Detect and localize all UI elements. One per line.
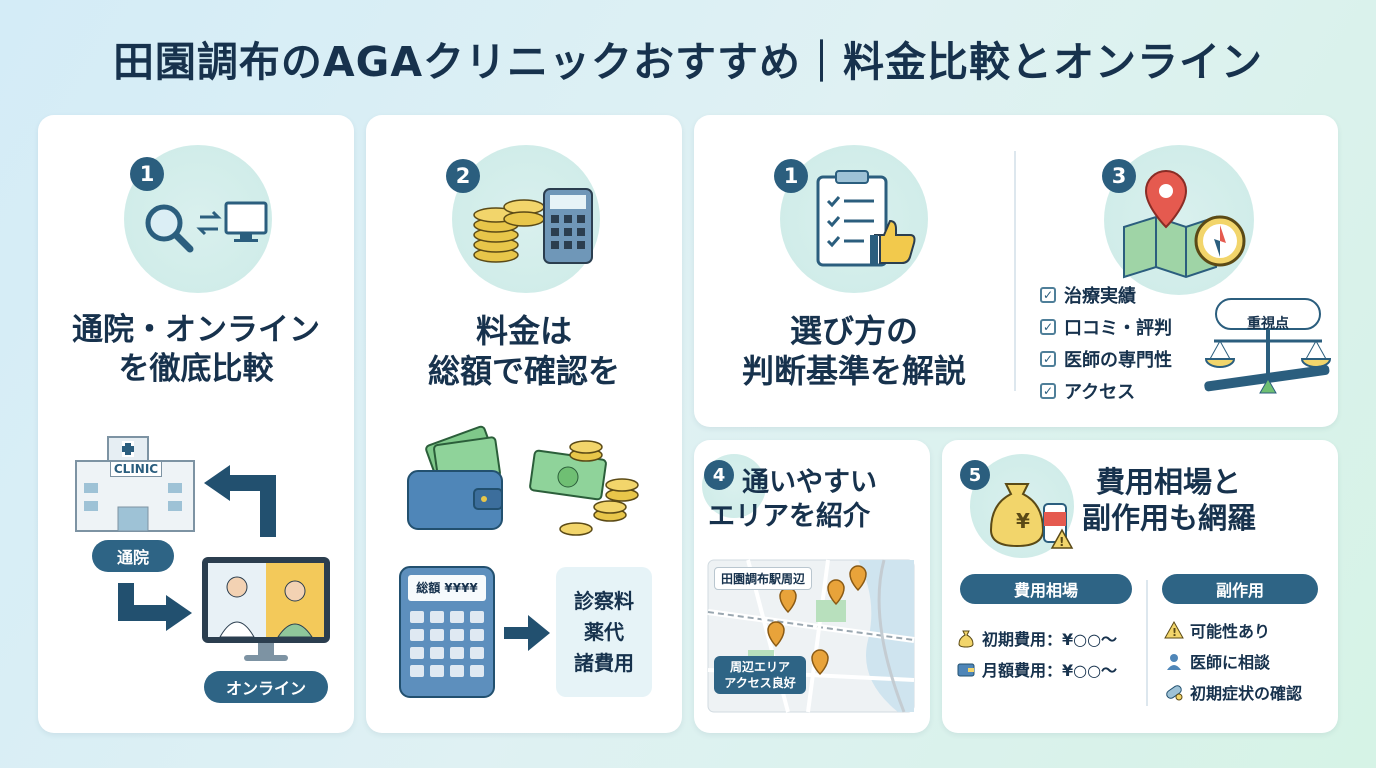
online-pill: オンライン: [204, 671, 328, 703]
cost-pill: 費用相場: [960, 574, 1132, 604]
heading-line: 総額で確認を: [427, 352, 620, 390]
side-row: 初期症状の確認: [1164, 676, 1302, 707]
doctor-icon: [1164, 651, 1184, 671]
card-compare: 1 通院・オンライン を徹底比較 CLINIC 通院: [38, 115, 354, 733]
criteria-item: ✓ 医師の専門性: [1040, 343, 1172, 375]
divider: [1146, 580, 1148, 706]
side-row-label: 可能性あり: [1190, 621, 1271, 641]
checkbox-icon: ✓: [1040, 287, 1056, 303]
svg-text:¥: ¥: [1016, 509, 1030, 533]
scale-label: 重視点: [1247, 316, 1289, 332]
card-pricing: 2 料金は 総額で確認を: [366, 115, 682, 733]
step-badge: 2: [446, 159, 480, 193]
heading-line: 料金は: [475, 312, 572, 350]
capsule-icon: [1164, 682, 1184, 702]
warning-icon: !: [1164, 620, 1184, 640]
heading-line: エリアを紹介: [708, 500, 870, 532]
criteria-list: ✓ 治療実績 ✓ 口コミ・評判 ✓ 医師の専門性 ✓ アクセス: [1040, 279, 1172, 407]
visit-pill: 通院: [92, 540, 174, 572]
criteria-item: ✓ 口コミ・評判: [1040, 311, 1172, 343]
map-label-line: アクセス良好: [724, 676, 796, 691]
clinic-building-icon: [75, 436, 195, 532]
cost-row-label: 初期費用：¥○○～: [982, 629, 1118, 649]
side-row: ! 可能性あり: [1164, 614, 1302, 645]
coin-bag-icon: [956, 628, 976, 648]
card-heading: 選び方の 判断基準を解説: [694, 311, 1014, 391]
wallet-icon: [407, 425, 503, 530]
step-badge: 3: [1102, 159, 1136, 193]
step-badge: 1: [130, 157, 164, 191]
criteria-item: ✓ 治療実績: [1040, 279, 1172, 311]
fee-item: 診察料: [574, 588, 634, 613]
divider: [1014, 151, 1016, 391]
heading-line: 費用相場と: [1096, 465, 1242, 499]
money-bag-medicine-icon: ¥ !: [989, 483, 1074, 549]
side-row-label: 初期症状の確認: [1190, 683, 1303, 703]
heading-line: を徹底比較: [118, 350, 274, 387]
criteria-label: アクセス: [1064, 382, 1136, 403]
arrow-to-clinic-icon: [204, 465, 276, 537]
heading-line: 通いやすい: [742, 467, 877, 498]
card-heading: 料金は 総額で確認を: [366, 311, 682, 391]
map-label-line: 周辺エリア: [729, 660, 790, 674]
cost-row: 月額費用：¥○○～: [956, 653, 1117, 684]
calculator-icon: [399, 566, 495, 698]
heading-line: 選び方の: [789, 312, 918, 350]
side-effects-list: ! 可能性あり 医師に相談 初期症状の確認: [1164, 614, 1302, 707]
map-compass-icon: [1123, 169, 1246, 279]
checkbox-icon: ✓: [1040, 383, 1056, 399]
clipboard-thumbs-up-icon: [816, 170, 916, 267]
heading-line: 判断基準を解説: [741, 352, 966, 390]
criteria-label: 治療実績: [1064, 286, 1136, 307]
cost-row: 初期費用：¥○○～: [956, 622, 1117, 653]
side-row: 医師に相談: [1164, 645, 1302, 676]
card-cost-sideeffects: 5 ¥ ! 費用相場と 副作用も網羅 費用相場 副作用 初期費用：¥○○～ 月額…: [942, 440, 1338, 733]
side-row-label: 医師に相談: [1190, 652, 1271, 672]
card-criteria: 1 選び方の 判断基準を解説 3 ✓ 治療実績 ✓ 口コミ・評判 ✓ 医師の専門性 ✓…: [694, 115, 1338, 427]
cost-list: 初期費用：¥○○～ 月額費用：¥○○～: [956, 622, 1117, 684]
cost-row-label: 月額費用：¥○○～: [982, 660, 1118, 680]
fee-item: 薬代: [584, 619, 624, 644]
criteria-item: ✓ アクセス: [1040, 375, 1172, 407]
video-call-monitor-icon: [202, 557, 330, 661]
map-label-area: 周辺エリア アクセス良好: [714, 656, 806, 695]
side-effects-pill: 副作用: [1162, 574, 1318, 604]
svg-text:!: !: [1172, 626, 1177, 639]
step-badge: 5: [960, 460, 990, 490]
step-badge: 4: [704, 460, 734, 490]
card-heading: 費用相場と 副作用も網羅: [1082, 464, 1332, 537]
clinic-sign: CLINIC: [110, 461, 162, 477]
balance-scale-icon: [1204, 298, 1332, 394]
criteria-label: 口コミ・評判: [1064, 318, 1172, 339]
card-heading: 通いやすい エリアを紹介: [708, 466, 930, 534]
arrow-to-online-icon: [118, 583, 192, 631]
wallet-icon: [956, 659, 976, 679]
cash-coins-icon: [529, 440, 639, 536]
page-title: 田園調布のAGAクリニックおすすめ｜料金比較とオンライン: [112, 38, 1264, 86]
heading-line: 副作用も網羅: [1082, 501, 1257, 536]
svg-text:!: !: [1059, 535, 1064, 549]
arrow-right-icon: [504, 615, 550, 651]
map-label-station: 田園調布駅周辺: [714, 567, 813, 590]
fee-item: 諸費用: [574, 650, 634, 675]
card-heading: 通院・オンライン を徹底比較: [38, 311, 354, 389]
criteria-label: 医師の専門性: [1064, 350, 1172, 371]
calculator-display: 総額 ¥¥¥¥: [416, 581, 478, 595]
search-compare-icon: [145, 201, 268, 253]
checkbox-icon: ✓: [1040, 351, 1056, 367]
coins-calculator-icon: [473, 188, 593, 264]
card-area: 4 通いやすい エリアを紹介 田園調布駅周辺 周辺エリア アクセス良好: [694, 440, 930, 733]
heading-line: 通院・オンライン: [72, 312, 320, 348]
checkbox-icon: ✓: [1040, 319, 1056, 335]
step-badge: 1: [774, 159, 808, 193]
fee-items-box: 診察料 薬代 諸費用: [556, 567, 652, 697]
